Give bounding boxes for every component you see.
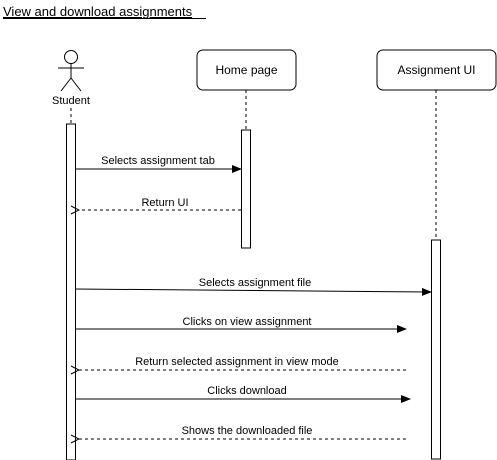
home-page-label: Home page (215, 63, 277, 77)
message-arrow (75, 287, 432, 296)
student-actor-leg-left (60, 77, 72, 92)
diagram-title: View and download assignments (3, 4, 193, 19)
message-clicks-on-view-assignment: Clicks on view assignment (76, 316, 407, 333)
message-selects-assignment-file: Selects assignment file (75, 277, 432, 296)
message-label: Selects assignment tab (101, 155, 215, 167)
student-actor-leg-right (70, 77, 82, 92)
message-return-selected-assignment: Return selected assignment in view mode (79, 356, 406, 370)
message-shows-downloaded-file: Shows the downloaded file (79, 425, 406, 439)
assignment-ui-participant: Assignment UI (376, 49, 497, 91)
message-label: Shows the downloaded file (182, 425, 313, 437)
student-activation-bar (66, 123, 76, 460)
message-label: Selects assignment file (199, 277, 312, 289)
message-label: Clicks on view assignment (183, 316, 312, 328)
student-actor: Student (52, 50, 90, 107)
assignment-ui-activation-bar (431, 239, 441, 460)
message-return-ui: Return UI (79, 197, 241, 210)
message-label: Clicks download (207, 385, 286, 397)
message-label: Return selected assignment in view mode (135, 356, 339, 368)
message-label: Return UI (141, 197, 188, 209)
message-clicks-download: Clicks download (76, 385, 411, 403)
assignment-ui-label: Assignment UI (397, 63, 475, 77)
home-page-participant: Home page (196, 49, 297, 91)
student-actor-label: Student (52, 95, 90, 107)
message-selects-assignment-tab: Selects assignment tab (76, 155, 242, 173)
home-page-activation-bar (241, 129, 251, 249)
student-actor-head (64, 50, 78, 64)
